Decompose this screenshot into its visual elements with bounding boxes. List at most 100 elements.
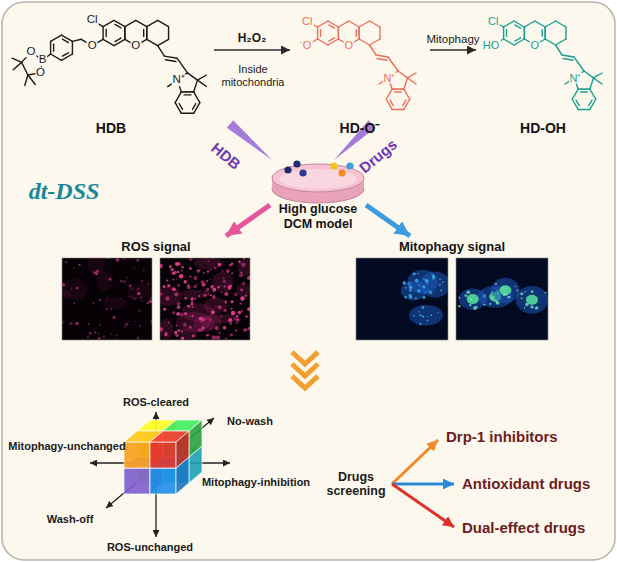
- bond-line: [338, 27, 339, 39]
- signal-dot: [224, 301, 227, 304]
- signal-blob: [238, 260, 250, 276]
- molecule-dot: [284, 166, 291, 173]
- cube-face: [150, 468, 176, 494]
- signal-dot: [229, 264, 232, 267]
- signal-dot: [524, 307, 525, 308]
- bond-line: [524, 21, 534, 27]
- signal-dot: [230, 308, 232, 310]
- bond-line: [53, 44, 54, 51]
- bond-line: [545, 21, 555, 27]
- bond-line: [124, 27, 125, 40]
- signal-dot: [234, 292, 238, 296]
- bond-line: [589, 100, 592, 106]
- signal-dot: [221, 292, 222, 293]
- bond-line: [544, 27, 545, 39]
- signal-dot: [166, 279, 168, 281]
- bond-line: [581, 91, 587, 92]
- bond-line: [370, 39, 380, 45]
- bond-line: [594, 73, 602, 78]
- signal-dot: [160, 264, 163, 268]
- bond-line: [574, 57, 584, 71]
- signal-dot: [93, 329, 94, 330]
- bond-line: [514, 21, 524, 27]
- signal-dot: [137, 288, 139, 290]
- bond-line: [349, 21, 359, 27]
- edge-label: H₂O₂: [236, 32, 269, 46]
- signal-dot: [107, 297, 109, 299]
- bond-line: [181, 91, 193, 92]
- signal-dot: [141, 280, 143, 282]
- cell-body: [491, 278, 520, 303]
- bond-line: [408, 73, 416, 78]
- signal-dot: [125, 323, 128, 326]
- node-text: ROS signal: [121, 239, 190, 255]
- screening-arrow: [392, 440, 438, 484]
- cube-face: [150, 442, 176, 468]
- signal-dot: [75, 322, 78, 325]
- signal-dot: [196, 269, 200, 273]
- signal-dot: [93, 302, 95, 304]
- signal-dot: [245, 315, 247, 317]
- signal-dot: [184, 297, 185, 298]
- signal-dot: [116, 339, 118, 340]
- cell-model-node: High glucoseDCM model: [270, 150, 366, 232]
- signal-dot: [184, 297, 187, 300]
- signal-dot: [176, 312, 180, 316]
- signal-dot: [96, 270, 99, 273]
- cell-nucleus: [499, 285, 511, 295]
- signal-dot: [210, 278, 211, 279]
- bond-line: [146, 27, 147, 40]
- signal-dot: [88, 323, 90, 325]
- signal-dot: [242, 282, 245, 285]
- signal-blob: [194, 258, 223, 270]
- bond-line: [359, 21, 369, 27]
- signal-dot: [210, 285, 213, 288]
- chemical-structure: [12, 20, 206, 113]
- signal-dot: [249, 276, 250, 278]
- signal-blob: [88, 258, 105, 275]
- signal-dot: [409, 285, 412, 288]
- bond-line: [62, 54, 73, 60]
- signal-dot: [200, 321, 202, 323]
- bond-line: [115, 24, 121, 27]
- signal-dot: [190, 297, 193, 300]
- signal-dot: [515, 286, 516, 287]
- signal-dot: [78, 264, 80, 266]
- signal-dot: [535, 308, 537, 310]
- microscopy-image: [155, 257, 253, 340]
- bond-line: [556, 21, 566, 27]
- signal-dot: [215, 306, 217, 308]
- signal-dot: [489, 303, 491, 305]
- bond-line: [124, 27, 125, 40]
- signal-dot: [223, 326, 227, 330]
- signal-dot: [503, 293, 506, 296]
- bond-line: [386, 99, 392, 109]
- signal-dot: [521, 297, 523, 299]
- signal-dot: [437, 312, 438, 313]
- signal-blob: [127, 284, 151, 299]
- node-text: HD-OH: [520, 120, 566, 137]
- screening-cube: [124, 420, 202, 494]
- bond-line: [563, 59, 573, 61]
- signal-dot: [174, 293, 178, 297]
- bond-line: [147, 39, 158, 45]
- signal-dot: [183, 323, 187, 327]
- signal-dot: [194, 298, 196, 300]
- signal-dot: [107, 258, 109, 259]
- signal-dot: [62, 259, 63, 260]
- image-content: [401, 270, 448, 326]
- bond-line: [102, 27, 103, 40]
- bond-line: [177, 58, 188, 73]
- petri-dish: [272, 160, 364, 203]
- signal-dot: [209, 318, 211, 320]
- atom-label: O: [26, 46, 37, 58]
- signal-dot: [187, 285, 191, 289]
- bond-line: [158, 46, 165, 57]
- signal-dot: [231, 300, 234, 303]
- node-text: Mitophagy signal: [399, 239, 505, 255]
- bond-line: [194, 103, 200, 114]
- signal-dot: [246, 329, 247, 330]
- signal-dot: [207, 293, 209, 295]
- signal-dot: [466, 290, 470, 294]
- cube-face: [176, 431, 189, 468]
